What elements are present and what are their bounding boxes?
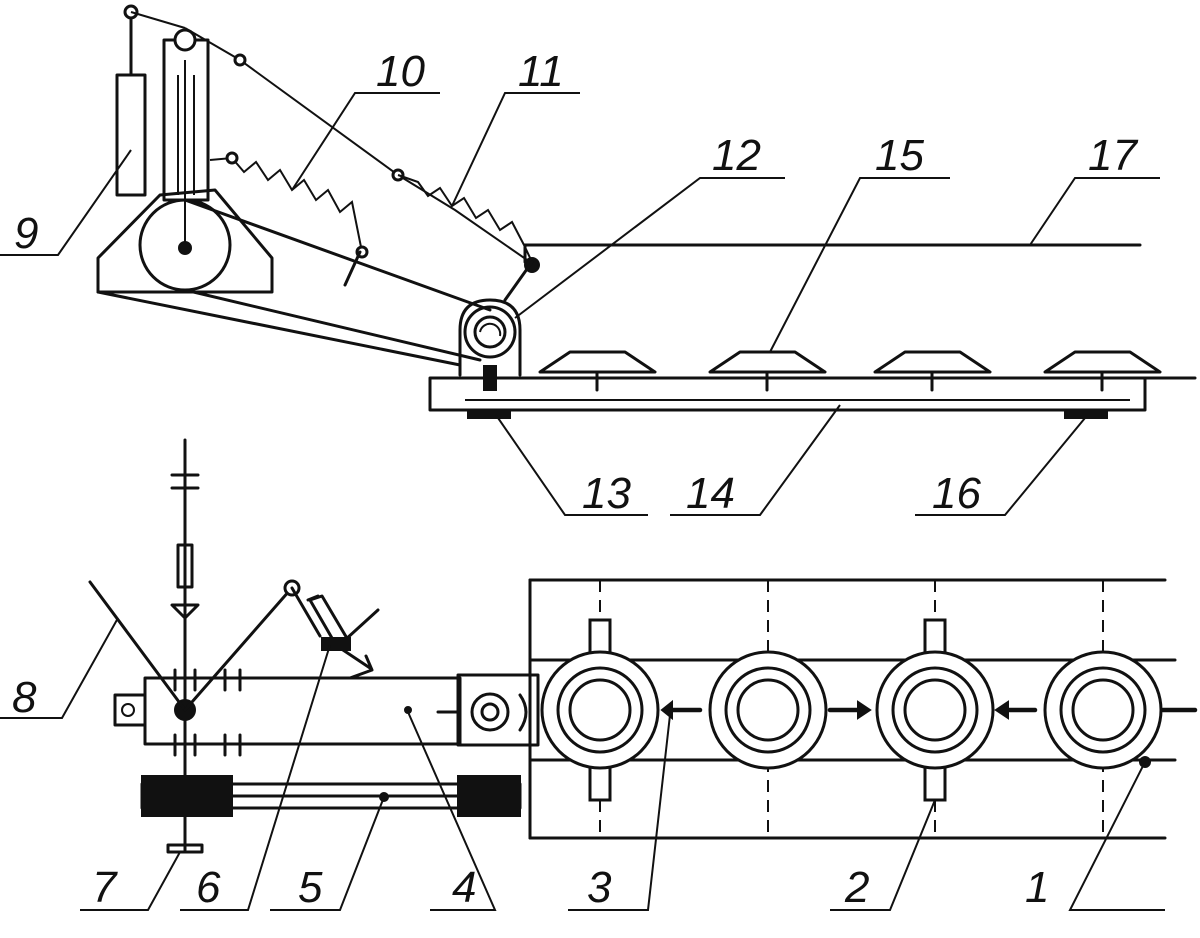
rotor-mid-2 (724, 666, 812, 754)
leader-6 (180, 644, 331, 911)
linkage-right (183, 588, 292, 712)
label-15: 15 (875, 131, 924, 180)
leader-12 (514, 177, 785, 319)
hydraulic-cylinder (115, 73, 147, 197)
side-view (96, 4, 1197, 419)
label-2: 2 (844, 863, 869, 912)
plan-gearbox (456, 673, 540, 747)
lever-bracket (321, 637, 351, 651)
plan-gearbox-outer (470, 692, 510, 732)
leader-14 (670, 404, 841, 516)
label-12: 12 (712, 131, 761, 180)
plan-view (88, 438, 1198, 854)
column-top-pivot (173, 28, 197, 52)
disc-top-1 (538, 350, 657, 374)
label-16: 16 (932, 469, 981, 518)
label-3: 3 (587, 863, 612, 912)
gearbox-outer (463, 305, 517, 359)
leader-9 (0, 149, 132, 256)
arrow-3-head (660, 699, 673, 721)
label-6: 6 (196, 863, 221, 912)
rotor-mid-1 (556, 666, 644, 754)
label-14: 14 (686, 469, 735, 518)
foot-pad (166, 843, 204, 854)
label-8: 8 (12, 673, 37, 722)
plan-gearbox-bevel (518, 693, 528, 732)
arrow-mid-head (857, 700, 872, 720)
spring-lever-handle (338, 608, 380, 670)
arm-lower (96, 290, 462, 367)
disc-top-2 (708, 350, 827, 374)
drive-belt-lower (183, 288, 482, 362)
shaft-universal-joint (176, 543, 194, 589)
column-inner (177, 75, 195, 195)
support-arm (503, 260, 534, 302)
skid-13 (467, 409, 511, 419)
drive-belt-upper (183, 198, 492, 312)
gearbox-inner (473, 315, 507, 349)
rotor-2 (708, 580, 828, 838)
rotor-4 (1043, 580, 1163, 838)
spring-10-anchor (225, 151, 239, 165)
cable-pivot-1 (233, 53, 247, 67)
label-1: 1 (1025, 863, 1049, 912)
label-7: 7 (92, 863, 118, 912)
rotor-inner-2 (736, 678, 800, 742)
leader-2 (830, 799, 936, 911)
skid-16 (1064, 409, 1108, 419)
rotor-mid-3 (891, 666, 979, 754)
shaft-arrow (170, 603, 200, 620)
label-5: 5 (298, 863, 323, 912)
shaft-coupling-top (170, 473, 200, 490)
leader-4 (407, 711, 497, 911)
disc-top-4 (1043, 350, 1162, 374)
label-4: 4 (452, 863, 476, 912)
hitch-eye (113, 693, 147, 727)
leader-7 (80, 851, 181, 911)
spring-lever-top (306, 594, 320, 602)
gearbox-arrow (479, 322, 502, 337)
disc-top-3 (873, 350, 992, 374)
leader-17 (1029, 177, 1160, 246)
base-frame (96, 188, 274, 294)
gearbox-housing (458, 298, 522, 377)
linkage-bar (290, 586, 322, 638)
leader-3 (568, 714, 671, 911)
arm-brace (343, 250, 362, 287)
label-10: 10 (376, 47, 425, 96)
part-labels: 1 2 3 4 5 6 7 8 9 10 11 12 13 14 15 16 1… (12, 47, 1138, 912)
belt-couplings (173, 668, 242, 757)
leader-5 (270, 796, 385, 911)
label-9: 9 (14, 209, 38, 258)
leader-lines (0, 92, 1165, 911)
hitch-eye-hole (121, 703, 135, 717)
arrow-right-head (994, 700, 1009, 720)
plan-gearbox-inner (480, 702, 500, 722)
label-13: 13 (582, 469, 631, 518)
rotor-inner-4 (1071, 678, 1135, 742)
linkage-left (88, 580, 187, 712)
leader-16 (915, 417, 1086, 516)
label-11: 11 (518, 47, 564, 96)
leader-15 (769, 177, 950, 353)
rotor-1 (540, 580, 660, 838)
rotor-inner-1 (568, 678, 632, 742)
label-17: 17 (1088, 131, 1138, 180)
spring-11 (397, 174, 533, 263)
leader-8 (0, 617, 119, 719)
top-link (130, 11, 186, 29)
disc-group (538, 350, 1162, 392)
gear-13 (483, 365, 497, 391)
rotor-mid-4 (1059, 666, 1147, 754)
lever-latch (348, 654, 374, 680)
leader-13 (495, 414, 648, 516)
leader-10 (291, 92, 440, 191)
rotor-inner-3 (903, 678, 967, 742)
cutter-bar (428, 376, 1147, 412)
rotor-3 (875, 580, 995, 838)
leader-1 (1068, 761, 1165, 911)
leader-11 (451, 92, 580, 207)
